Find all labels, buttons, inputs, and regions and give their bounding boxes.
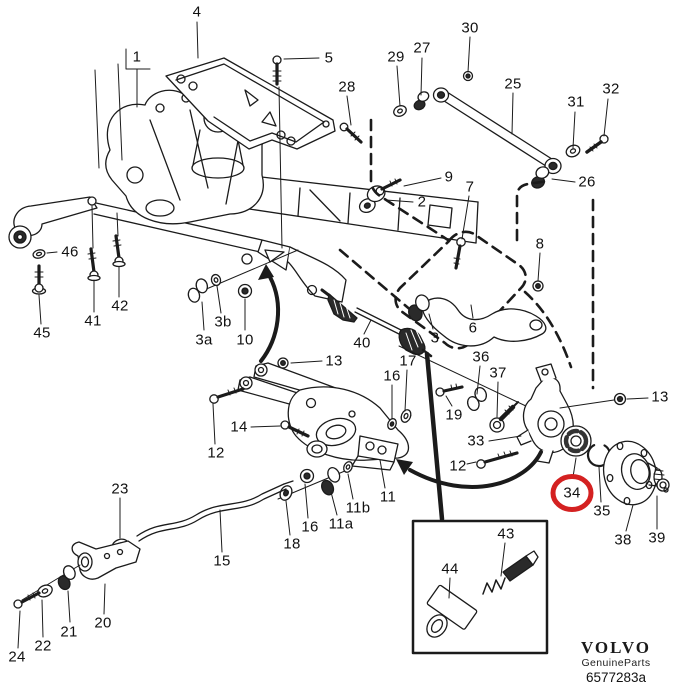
- part-callout-27-5: 27: [413, 39, 431, 57]
- dashed-boundaries: [338, 118, 595, 390]
- part-callout-31-8: 31: [567, 93, 585, 111]
- part-callout-21-36: 21: [60, 623, 78, 641]
- drawing-number: 6577283a: [585, 670, 647, 686]
- part-callout-20-35: 20: [94, 614, 112, 632]
- part-callout-43-51: 43: [497, 525, 515, 543]
- part-callout-12-45: 12: [449, 457, 467, 475]
- brand-block: VOLVO GenuineParts 6577283a: [566, 639, 666, 687]
- part-callout-41-23: 41: [84, 312, 102, 330]
- part-callout-23-28: 23: [111, 480, 129, 498]
- part-callout-19-43: 19: [445, 406, 463, 424]
- part-callout-10-20: 10: [236, 331, 254, 349]
- part-callout-13-46: 13: [651, 388, 669, 406]
- part-callout-42-24: 42: [111, 297, 129, 315]
- left-fasteners: [31, 205, 299, 303]
- part-callout-12-27: 12: [207, 444, 225, 462]
- part-callout-14-26: 14: [230, 418, 248, 436]
- part-callout-2-12: 2: [417, 193, 427, 211]
- part-callout-46-21: 46: [61, 243, 79, 261]
- part-callout-28-3: 28: [338, 78, 356, 96]
- brand-tagline: GenuineParts: [581, 656, 651, 669]
- part-callout-45-22: 45: [33, 324, 51, 342]
- part-callout-33-44: 33: [467, 432, 485, 450]
- part-callout-44-52: 44: [441, 560, 459, 578]
- subframe-differential: [8, 89, 479, 303]
- part-callout-37-42: 37: [489, 364, 507, 382]
- part-callout-8-14: 8: [535, 235, 545, 253]
- cover-plate: [165, 57, 336, 150]
- subframe-bushing: [358, 178, 402, 214]
- part-callout-30-6: 30: [461, 19, 479, 37]
- part-callout-16-40: 16: [383, 367, 401, 385]
- part-callout-36-41: 36: [472, 348, 490, 366]
- stabilizer-link: [13, 480, 294, 609]
- part-callout-18-30: 18: [283, 535, 301, 553]
- part-callout-35-48: 35: [593, 502, 611, 520]
- part-callout-7-13: 7: [465, 178, 475, 196]
- part-callout-15-29: 15: [213, 552, 231, 570]
- part-callout-22-37: 22: [34, 637, 52, 655]
- part-callout-25-7: 25: [504, 75, 522, 93]
- part-callout-13-25: 13: [325, 352, 343, 370]
- part-callout-24-38: 24: [8, 648, 26, 666]
- part-callout-5-2: 5: [324, 49, 334, 67]
- upper-arm: [408, 237, 547, 347]
- part-callout-3b-19: 3b: [214, 313, 232, 331]
- part-callout-32-9: 32: [602, 80, 620, 98]
- highlight-circle: [550, 474, 594, 512]
- transverse-link: [393, 70, 609, 189]
- top-bolts: [272, 55, 363, 249]
- part-callout-6-15: 6: [468, 319, 478, 337]
- part-callout-16-31: 16: [301, 518, 319, 536]
- part-callout-4-0: 4: [192, 3, 202, 21]
- part-callout-9-11: 9: [444, 168, 454, 186]
- part-callout-3a-18: 3a: [195, 331, 213, 349]
- part-callout-1-1: 1: [132, 48, 142, 66]
- leader-lines: [17, 21, 658, 649]
- bracket-hardware: [277, 461, 353, 501]
- reference-arrows: [258, 264, 543, 522]
- part-callout-40-17: 40: [353, 334, 371, 352]
- part-callout-11a-32: 11a: [328, 515, 354, 533]
- knuckle: [435, 363, 627, 469]
- part-callout-34-47: 34: [563, 484, 581, 502]
- volvo-logo: VOLVO: [580, 638, 652, 657]
- part-callout-3-16: 3: [430, 329, 440, 347]
- inset-box: [411, 519, 549, 655]
- lower-control-arm: [209, 345, 529, 471]
- part-callout-11b-33: 11b: [345, 499, 371, 517]
- part-callout-29-4: 29: [387, 48, 405, 66]
- part-callout-38-49: 38: [614, 531, 632, 549]
- part-callout-11-34: 11: [379, 488, 397, 506]
- hub-bearing-group: [560, 425, 670, 506]
- part-callout-39-50: 39: [648, 529, 666, 547]
- driveshaft: [320, 288, 433, 358]
- part-callout-26-10: 26: [578, 173, 596, 191]
- part-callout-17-39: 17: [399, 352, 417, 370]
